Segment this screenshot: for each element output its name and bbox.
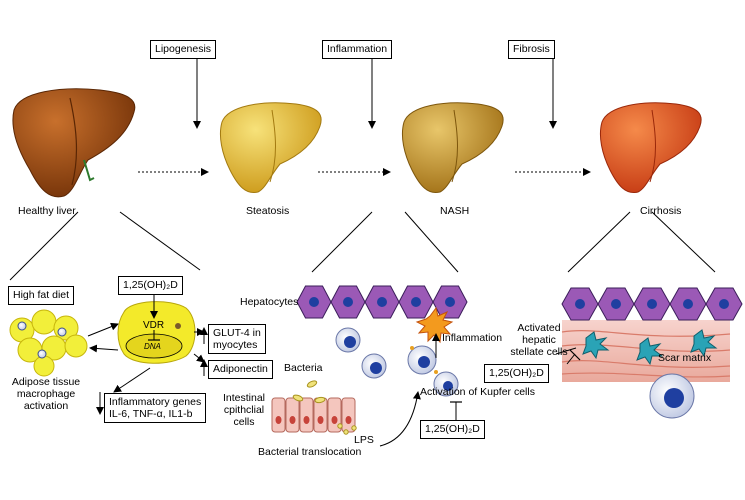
healthy-liver-image [12,88,136,198]
glut4-line2: myocytes [213,339,258,351]
stellate-line2: hepatic [522,334,556,346]
lps-label: LPS [354,434,374,446]
vitd-box-kupffer: 1,25(OH)₂D [420,420,485,439]
cirrhosis-label: Cirrhosis [640,205,682,217]
intestinal-line3: cells [233,416,255,428]
hepatocyte-nucleus [445,297,455,307]
stage-arrows [193,57,557,129]
vdr-label: VDR [143,320,165,331]
inflammation-label: Inflammation [442,332,503,344]
epithelial-cell [327,397,342,433]
adipose-caption-line2: macrophage [16,388,76,400]
lipogenesis-box: Lipogenesis [150,40,217,59]
inflammation-stage-label: Inflammation [327,43,388,55]
kupffer-label: Activation of Kupfer cells [420,386,535,398]
intestinal-line1: Intestinal [222,392,266,404]
epithelial-cell [271,397,286,433]
high-fat-diet-box: High fat diet [8,286,75,305]
high-fat-diet-label: High fat diet [13,289,70,301]
vitd-label-kupffer: 1,25(OH)₂D [425,423,480,435]
glut4-box: GLUT-4 in myocytes [208,324,266,354]
fibrosis-box: Fibrosis [508,40,555,59]
fibrosis-label: Fibrosis [513,43,550,55]
vdr-cell-image [113,292,205,393]
nash-liver-image [401,102,504,194]
intestinal-line2: cpithclial [223,404,265,416]
stellate-line3: stellate cells [510,346,568,358]
hepatocyte-nucleus [343,297,353,307]
epithelial-nucleus [289,416,296,424]
inflammation-box: Inflammation [322,40,393,59]
stellate-label: Activated hepatic stellate cells [496,322,582,358]
epithelial-cell [299,397,314,433]
glut4-line1: GLUT-4 in [213,327,261,339]
stellate-cells [582,329,718,366]
epithelial-nucleus [275,416,282,424]
hepatocyte-nucleus [647,299,657,309]
hepatocyte-nucleus [575,299,585,309]
hepatocytes-label: Hepatocytes [240,296,299,308]
adiponectin-label: Adiponectin [213,363,268,375]
adiponectin-box: Adiponectin [208,360,273,379]
adipose-tissue-image [9,309,88,377]
inflammatory-genes-line1: Inflammatory genes [109,396,202,408]
hepatocytes-row-nash [296,285,468,319]
inflammatory-genes-line2: IL-6, TNF-α, IL1-b [109,408,193,420]
adipose-caption: Adipose tissue macrophage activation [6,376,86,412]
vitd-label-top: 1,25(OH)₂D [123,279,178,291]
steatosis-liver-image [219,102,322,194]
hepatocytes-row-fibrosis [561,287,743,321]
epithelial-cell [285,397,300,433]
intestinal-epithelium-image [271,397,356,433]
dna-label: DNA [144,342,161,351]
hepatocyte-nucleus [611,299,621,309]
epithelial-nucleus [331,416,338,424]
stellate-line1: Activated [517,322,561,334]
vitd-label-stellate: 1,25(OH)₂D [489,367,544,379]
bacteria-icons [292,380,357,435]
zoom-lines [9,211,716,281]
inflammatory-genes-box: Inflammatory genes IL-6, TNF-α, IL1-b [104,393,207,423]
epithelial-nucleus [345,416,352,424]
vitd-box-top: 1,25(OH)₂D [118,276,183,295]
bacterial-translocation-label: Bacterial translocation [258,446,362,458]
steatosis-label: Steatosis [246,205,290,217]
adipose-caption-line1: Adipose tissue [11,376,81,388]
healthy-liver-label: Healthy liver [18,205,76,217]
nash-label: NASH [440,205,470,217]
epithelial-cell [313,397,328,433]
hepatocyte-nucleus [377,297,387,307]
hepatocyte-nucleus [683,299,693,309]
injury-burst-icon [415,306,454,344]
hepatocyte-nucleus [309,297,319,307]
epithelial-nucleus [317,416,324,424]
macrophage-image [649,373,695,419]
cirrhosis-liver-image [599,102,702,194]
bacteria-label: Bacteria [284,362,323,374]
vitd-box-stellate: 1,25(OH)₂D [484,364,549,383]
hepatocyte-nucleus [719,299,729,309]
intestinal-label: Intestinal cpithclial cells [220,392,268,428]
epithelial-nucleus [303,416,310,424]
scar-matrix-label: Scar matrix [658,352,712,364]
immune-cells [335,327,459,397]
adipose-caption-line3: activation [23,400,69,412]
lipogenesis-label: Lipogenesis [155,43,212,55]
hepatocyte-nucleus [411,297,421,307]
